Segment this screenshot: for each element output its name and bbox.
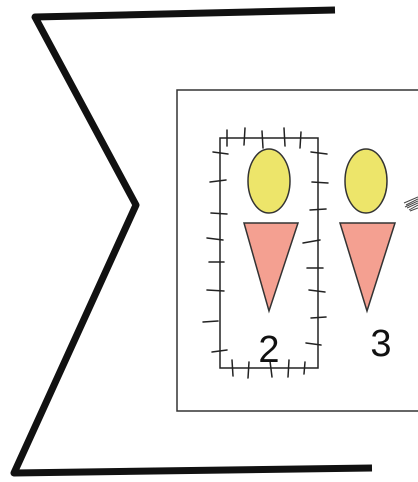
figure-2: 2 (243, 148, 300, 371)
figure-3-head (344, 148, 388, 214)
figure-2-number: 2 (258, 329, 279, 371)
sigma-bracket (10, 6, 373, 477)
figure-2-head (247, 148, 291, 214)
figure-3-body (338, 222, 397, 314)
fuzzy-ticks (202, 127, 329, 379)
figure-2-body (243, 222, 300, 314)
right-edge-hatch-marks (403, 196, 418, 212)
fuzzy-outline-box (202, 127, 329, 379)
figure-3-number: 3 (370, 323, 391, 365)
figure-3: 3 (338, 148, 397, 365)
